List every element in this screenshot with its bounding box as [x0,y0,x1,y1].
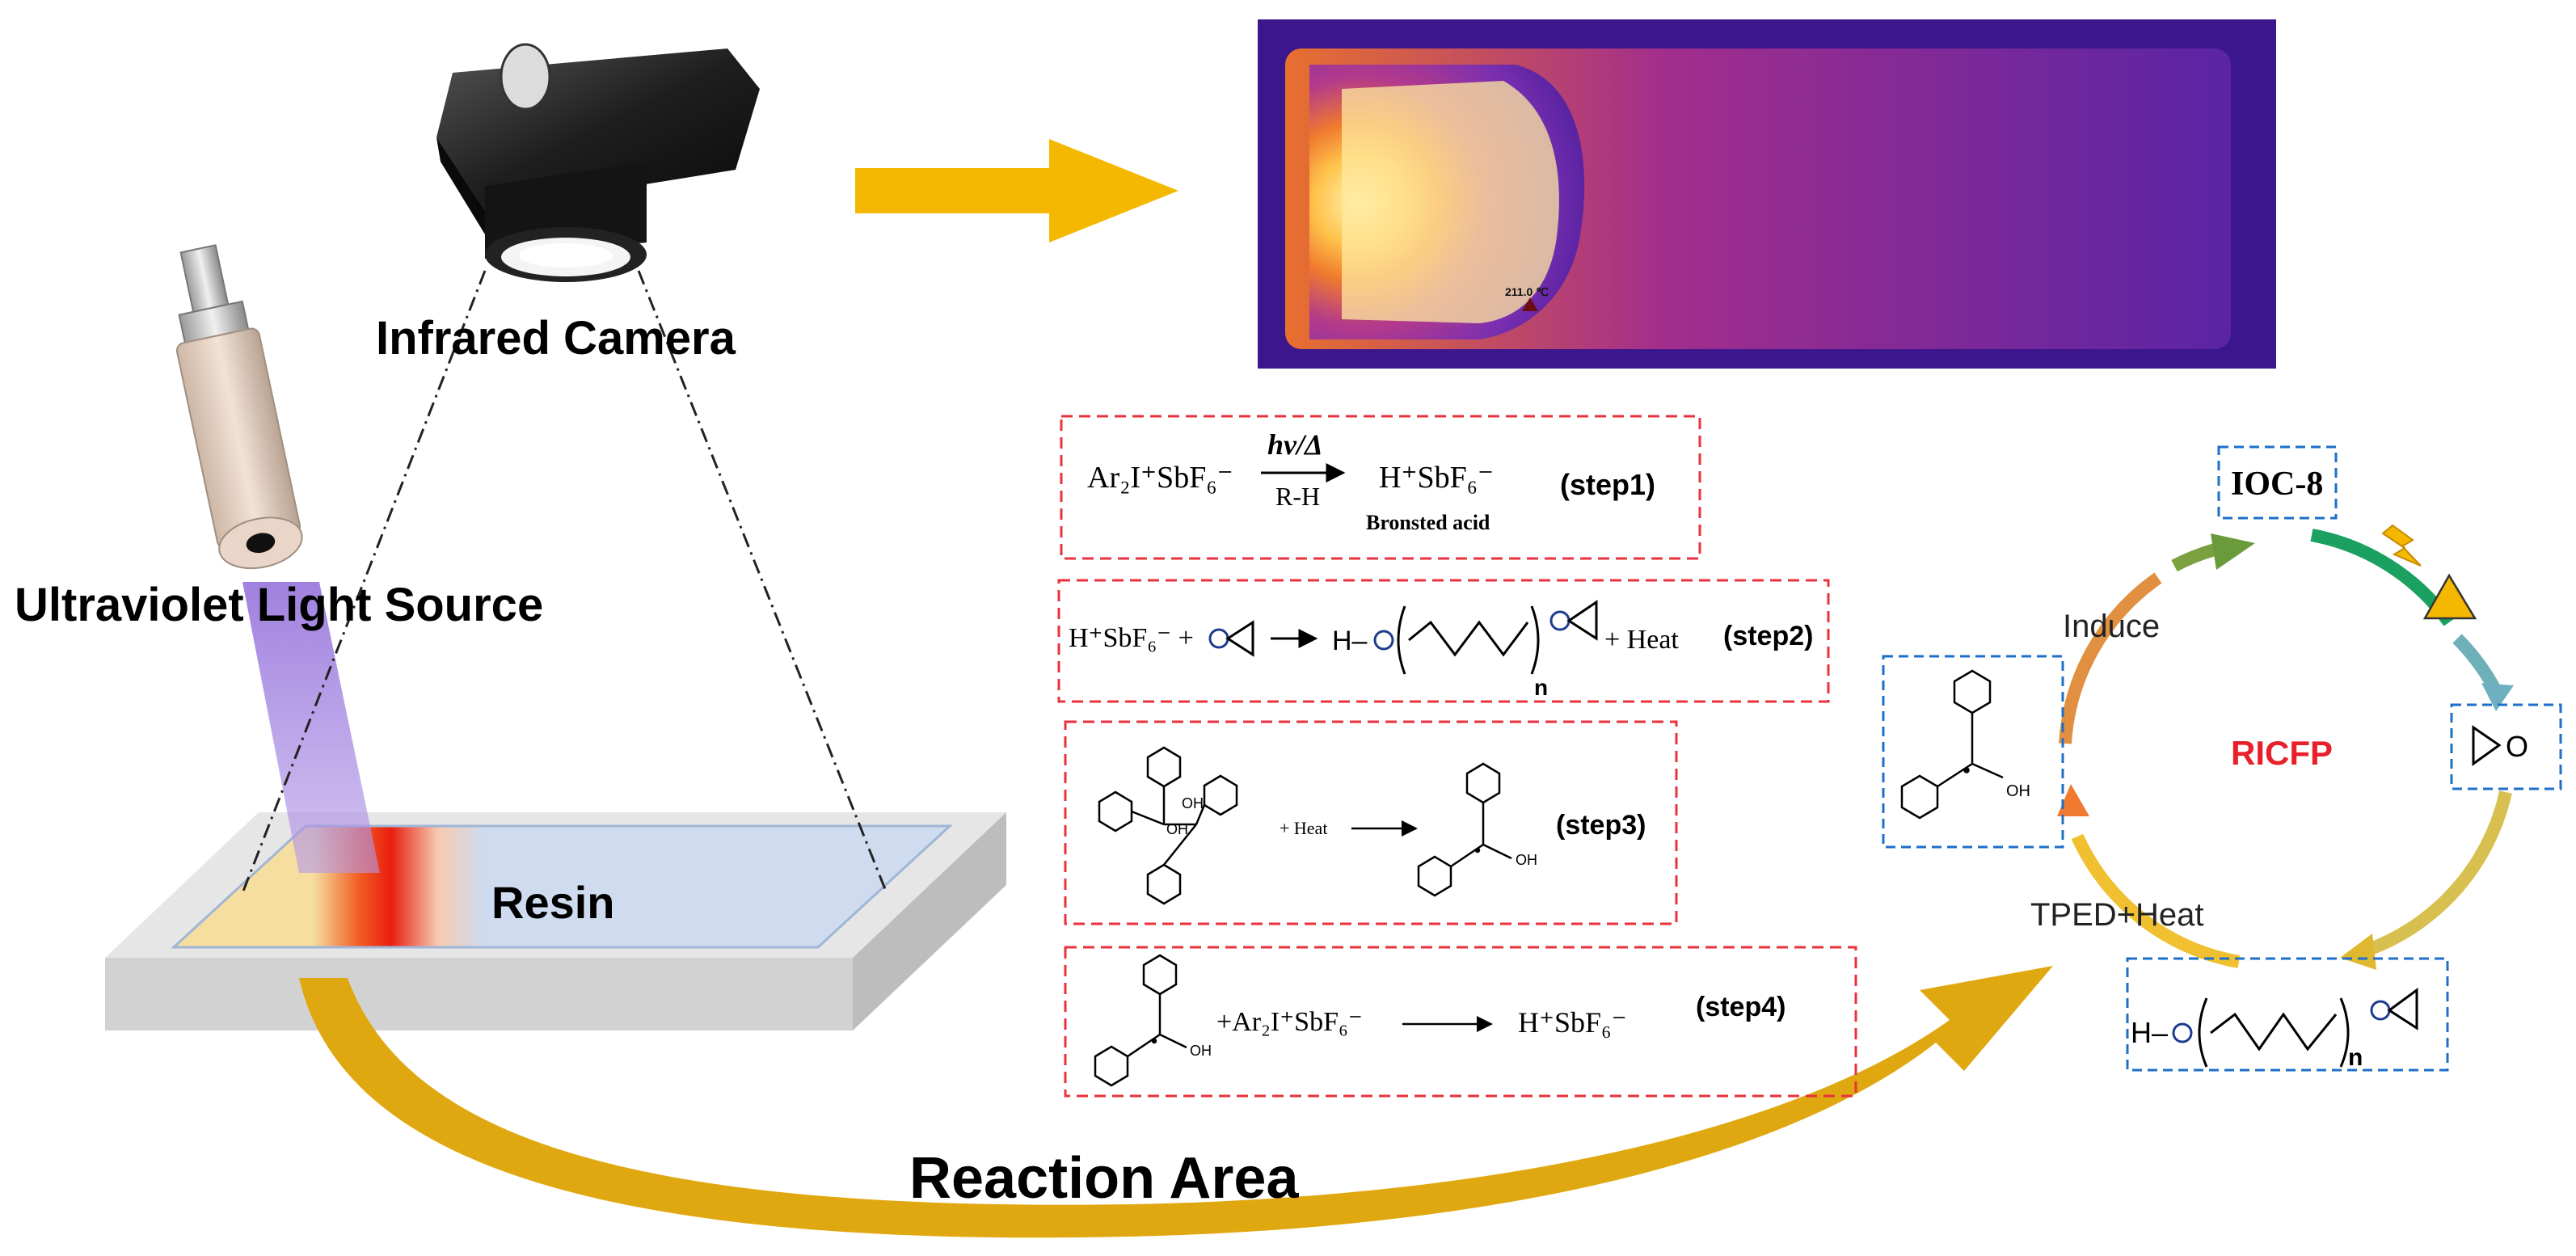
step4-box: OH +Ar₂I⁺SbF₆⁻ H⁺SbF₆⁻ (step4) [1064,946,1857,1098]
polymer-n-label: n [2348,1044,2363,1071]
cycle-arrowhead-bottom [2340,934,2376,970]
gold-right-arrow [855,139,1178,242]
cycle-arc-bottom-left [2071,833,2241,968]
reaction-area-label: Reaction Area [909,1146,1299,1211]
uv-source-label: Ultraviolet Light Source [15,579,543,631]
diphenylmethanol-radical-icon [1417,762,1512,897]
polymer-box [2126,957,2449,1072]
uv-beam [242,582,380,873]
ioc8-box [2217,445,2338,520]
step4-tag: (step4) [1696,992,1785,1022]
thermal-marker-label: 211.0 ℃ [1505,285,1549,298]
step3-reagent: + Heat [1280,818,1327,838]
cycle-arrowhead-right [2481,683,2514,711]
step3-oh-a: OH [1166,821,1188,837]
step4-product: H⁺SbF₆⁻ [1518,1006,1627,1039]
step3-oh-b: OH [1182,795,1204,811]
step1-product-note: Bronsted acid [1366,511,1490,534]
step1-tag: (step1) [1560,468,1655,501]
diphenylmethanol-radical-icon-2 [1094,954,1187,1087]
step2-tag: (step2) [1723,621,1813,651]
polymer-chain-icon [1373,600,1598,675]
cycle-arrowhead-left [2057,784,2089,816]
cycle-arc-left [2059,572,2162,744]
step1-box: Ar₂I⁺SbF₆⁻ hν/Δ R-H H⁺SbF₆⁻ Bronsted aci… [1060,415,1701,560]
step2-reactant: H⁺SbF₆⁻ + [1069,623,1194,653]
apparatus: Infrared Camera Ultraviolet Light Source… [15,43,1006,1031]
infrared-camera-icon [436,43,760,282]
step3-tag: (step3) [1556,810,1646,841]
radical-structure-icon [1900,669,2004,820]
reaction-area-arrow [299,966,2053,1238]
camera-field-of-view [241,270,887,894]
ricfp-cycle: IOC-8 O OH H– n Induce RICFP [1882,445,2562,1072]
ioc8-label: IOC-8 [2231,466,2323,503]
thermal-marker-icon [1522,297,1538,311]
step2-product-prefix: H– [1332,626,1368,656]
step1-product: H⁺SbF₆⁻ [1379,461,1494,495]
step1-reactant: Ar₂I⁺SbF₆⁻ [1087,461,1233,495]
thermal-image: 211.0 ℃ [1258,19,2276,369]
step1-arrow-top: hν/Δ [1267,428,1323,461]
epoxide-box [2450,703,2562,790]
infrared-camera-label: Infrared Camera [376,312,736,365]
polymer-prefix: H– [2131,1016,2168,1049]
heat-triangle-icon [2422,573,2477,620]
step1-arrow-bottom: R-H [1275,482,1320,511]
radical-box [1882,655,2064,849]
epoxide-ring-icon [2472,725,2502,766]
induce-label: Induce [2063,609,2160,644]
step2-subscript: n [1534,675,1548,700]
cycle-arc-bottom-right [2366,790,2512,956]
tped-heat-label: TPED+Heat [2030,897,2204,933]
polymer-cycle-icon [2172,988,2418,1068]
ricfp-center-label: RICFP [2231,734,2333,772]
cycle-arrowhead-top-left [2211,533,2255,570]
cycle-arc-top-right [2310,529,2455,626]
uv-lamp-icon [175,244,303,570]
resin-label: Resin [491,877,615,928]
tped-structure-icon [1098,746,1238,905]
epoxide-o-label: O [2506,730,2528,763]
epoxide-icon [1208,620,1254,657]
step4-reagent: +Ar₂I⁺SbF₆⁻ [1216,1007,1363,1037]
step2-suffix: + Heat [1604,625,1679,655]
lightning-icon [2381,524,2422,567]
radical-oh-label: OH [2006,782,2030,800]
step2-box: H⁺SbF₆⁻ + H– n + Heat (step2) [1057,579,1830,703]
step4-oh: OH [1190,1043,1212,1059]
step3-oh-product: OH [1516,852,1537,868]
step3-box: OH OH + Heat OH (step3) [1064,720,1678,925]
